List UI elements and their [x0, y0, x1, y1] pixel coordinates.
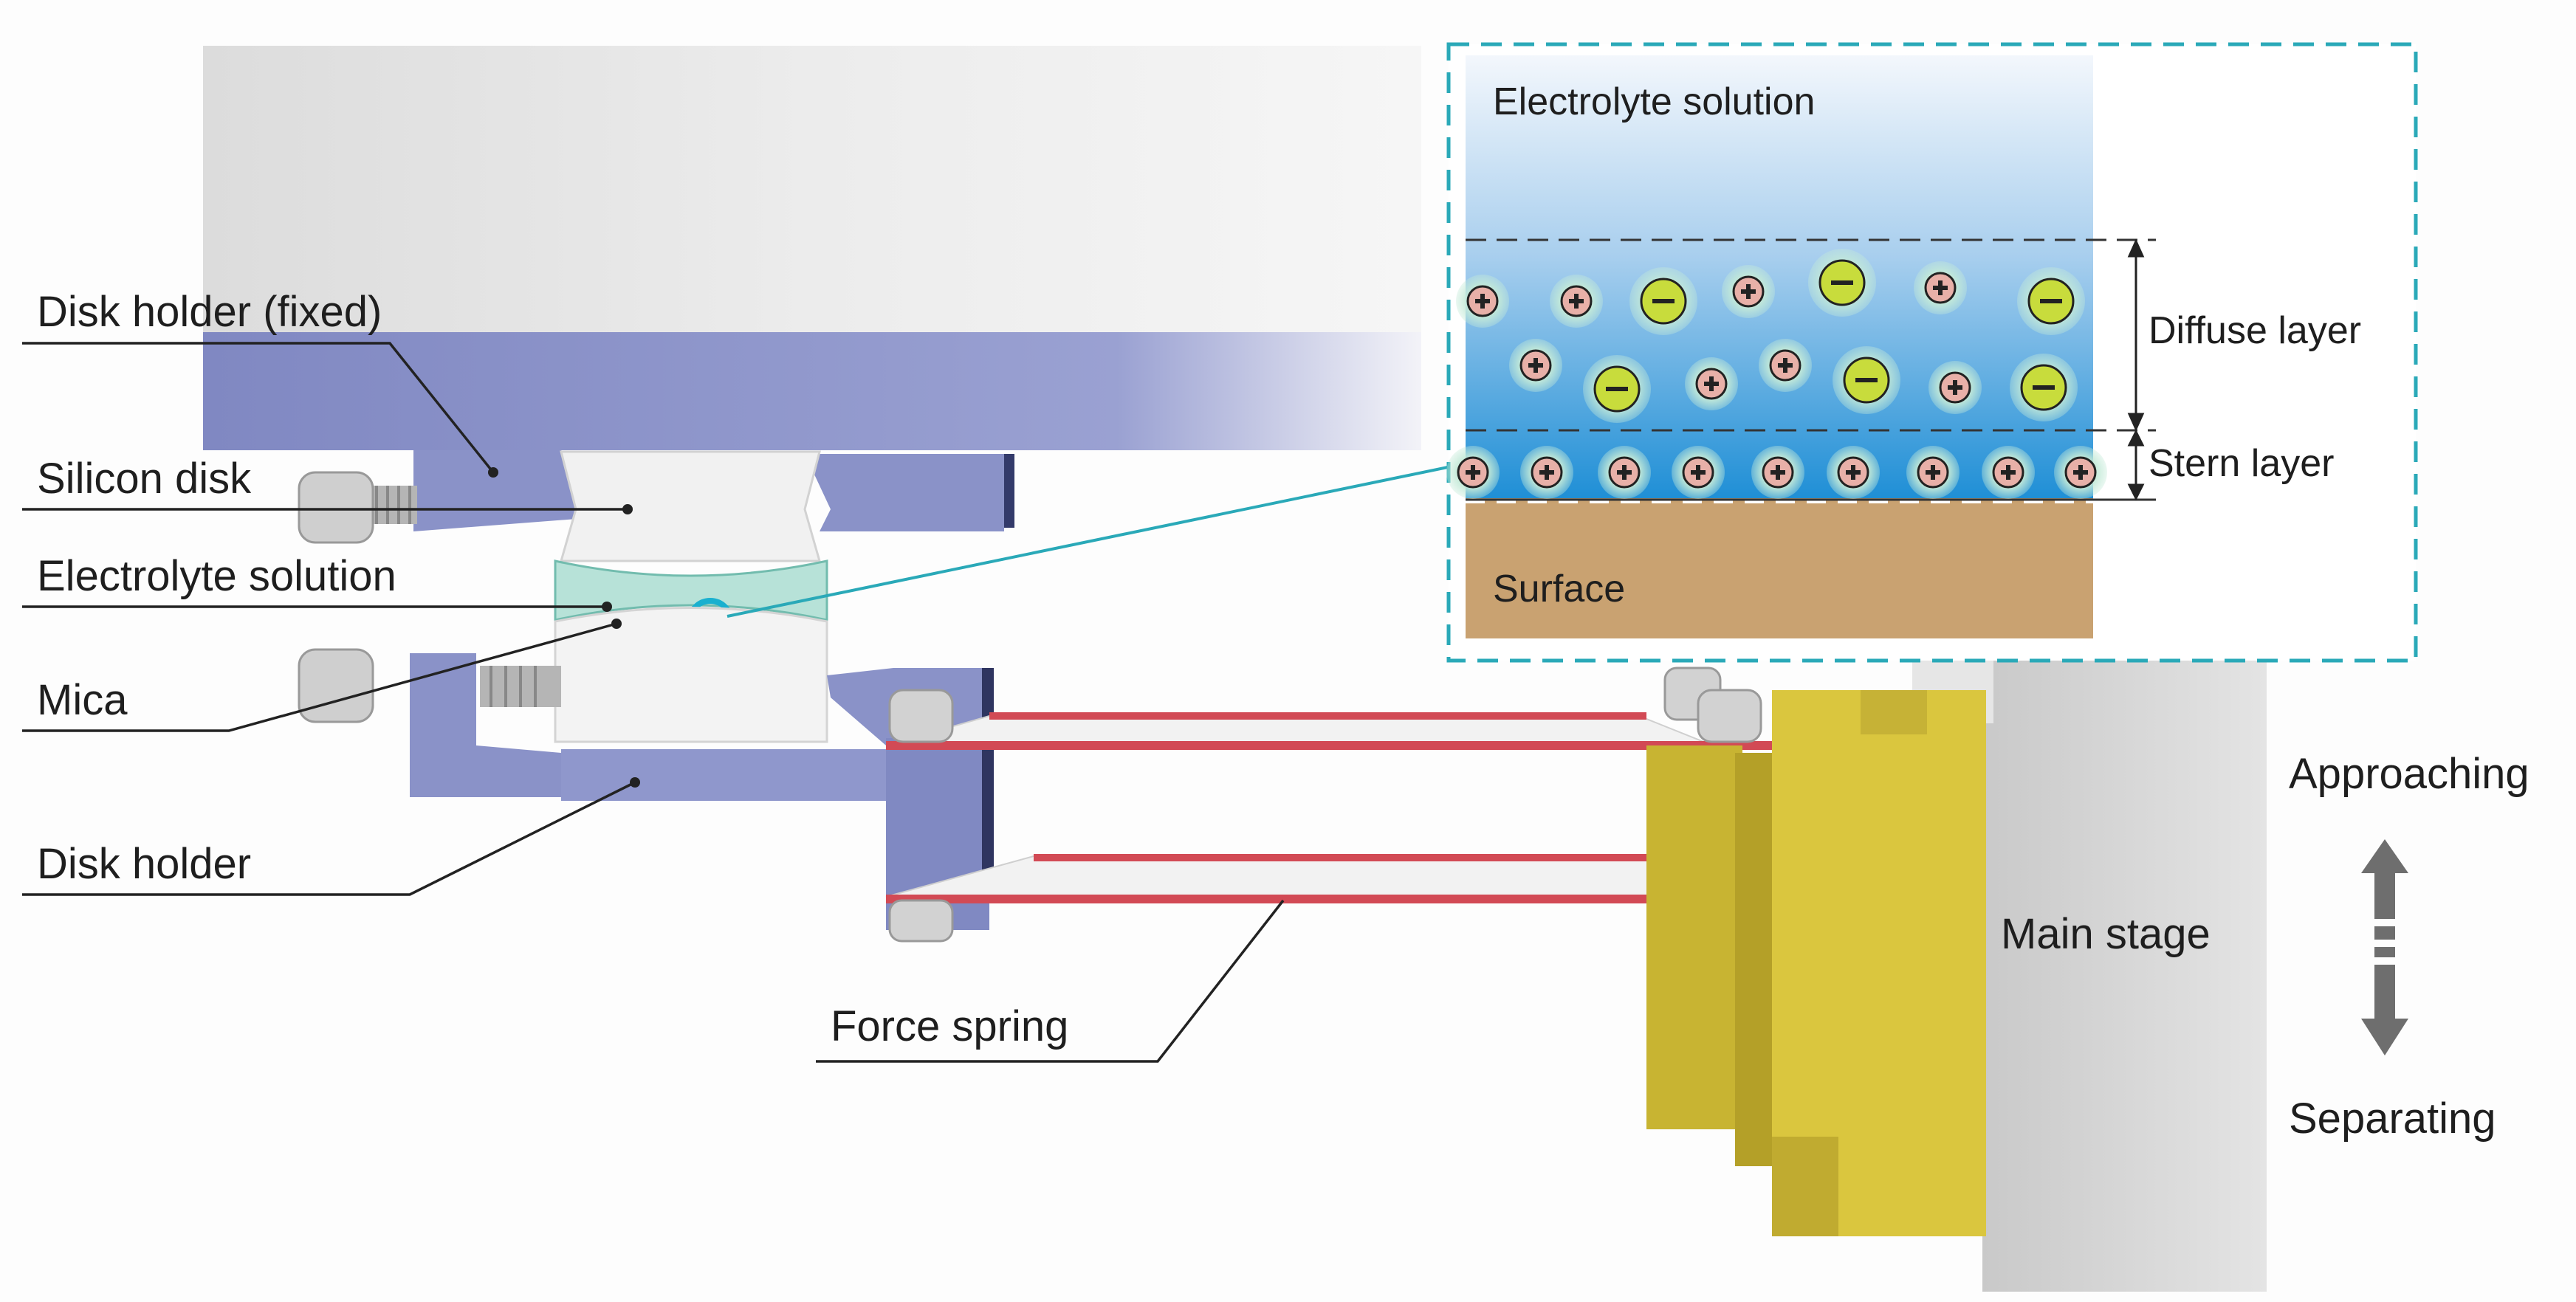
force-spring-label: Force spring [831, 1002, 1068, 1050]
disk-holder-fixed-body [203, 46, 1421, 531]
disk-holder-fixed-label: Disk holder (fixed) [37, 288, 382, 336]
leader-lines [22, 342, 1285, 1063]
disk-holder-label: Disk holder [37, 840, 251, 888]
inset-electrolyte-label: Electrolyte solution [1493, 80, 1815, 123]
mica-label: Mica [37, 676, 128, 724]
cation [1598, 446, 1651, 499]
zoom-line [727, 462, 1466, 618]
anion [1833, 346, 1900, 414]
cation [1722, 265, 1775, 318]
cation [1509, 339, 1562, 392]
cation [1759, 339, 1812, 392]
anion [1583, 355, 1651, 423]
cation [1827, 446, 1880, 499]
cation [1550, 275, 1603, 328]
diffuse-layer-label: Diffuse layer [2149, 309, 2361, 352]
cation [1751, 446, 1804, 499]
silicon-disk-label: Silicon disk [37, 455, 252, 503]
surface-label: Surface [1493, 568, 1625, 610]
cation [1446, 446, 1500, 499]
separating-label: Separating [2289, 1095, 2496, 1143]
cation [1928, 361, 1982, 414]
cation [1982, 446, 2035, 499]
electrolyte-solution-label: Electrolyte solution [37, 552, 396, 600]
cation [1520, 446, 1573, 499]
cation [2054, 446, 2107, 499]
anion [1808, 249, 1876, 317]
cation [1906, 446, 1960, 499]
cation [1672, 446, 1725, 499]
silicon-disk [560, 450, 821, 562]
anion [1629, 267, 1697, 335]
upper-screw [298, 471, 417, 544]
stern-layer-label: Stern layer [2149, 442, 2334, 485]
inset-panel [1446, 42, 2418, 663]
ion-layer [1446, 249, 2107, 499]
cation [1914, 261, 1967, 314]
mica-lower-disk [554, 607, 828, 743]
anion [2010, 354, 2078, 421]
force-spring-assembly [885, 666, 1809, 946]
main-stage-label: Main stage [2001, 910, 2211, 958]
cation [1456, 275, 1509, 328]
approaching-label: Approaching [2289, 750, 2529, 798]
direction-arrow [2361, 839, 2408, 1055]
stage-clamp [1646, 690, 1986, 1236]
anion [2017, 267, 2085, 335]
cation [1685, 357, 1738, 410]
